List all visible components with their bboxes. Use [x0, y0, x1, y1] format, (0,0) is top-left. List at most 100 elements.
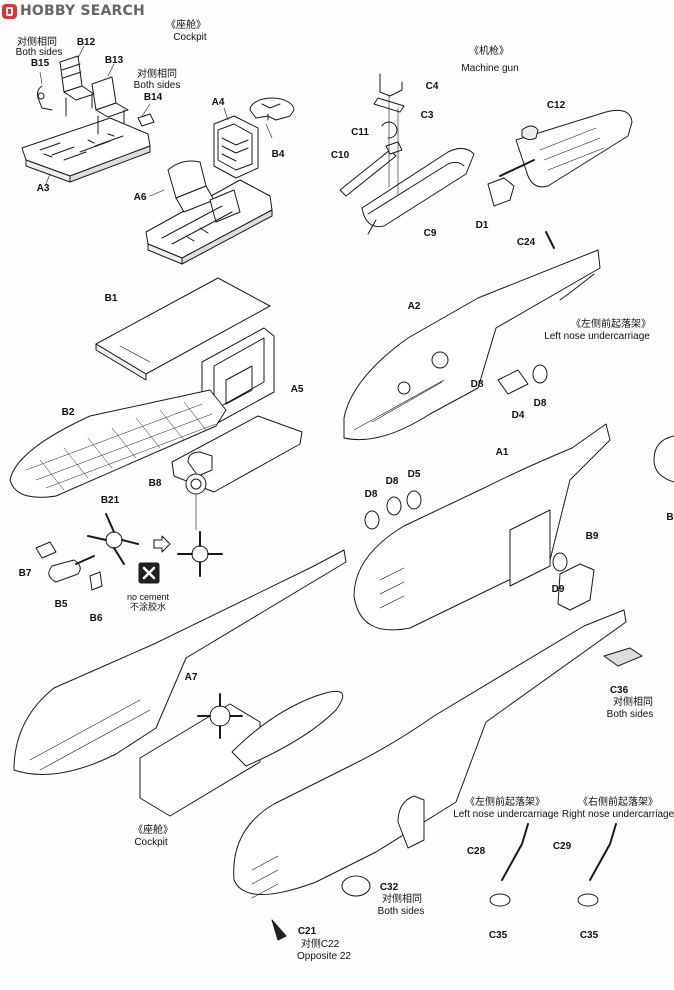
- cockpit-bottom-title-en: Cockpit: [134, 837, 168, 848]
- leader-lines-1: [39, 45, 151, 185]
- part-b13-label: B13: [104, 55, 124, 66]
- part-a2-label: A2: [407, 301, 421, 312]
- part-d4-label: D4: [511, 410, 525, 421]
- part-c4-label: C4: [425, 81, 439, 92]
- hobby-search-watermark: HOBBY SEARCH: [2, 2, 145, 20]
- part-c32-label: C32: [379, 882, 399, 893]
- panel-b1: [95, 277, 271, 381]
- cockpit-floor-a3: [21, 117, 151, 183]
- both-sides-zh-2: 对侧相同: [137, 69, 177, 80]
- part-c12-label: C12: [546, 100, 566, 111]
- part-a1-label: A1: [495, 447, 509, 458]
- machine-gun-title-zh: 《机枪》: [469, 46, 509, 57]
- part-b-edge-label: B: [666, 512, 674, 523]
- part-a6-label: A6: [133, 192, 147, 203]
- both-sides-zh-3: 对侧相同: [613, 697, 653, 708]
- part-b14: [137, 113, 155, 127]
- part-a5-label: A5: [290, 384, 304, 395]
- part-d8-label-b: D8: [533, 398, 547, 409]
- hobby-search-logo-icon: [2, 3, 17, 19]
- left-nose-title-en-1: Left nose undercarriage: [544, 331, 650, 342]
- part-c9-label: C9: [423, 228, 437, 239]
- part-b5-label: B5: [54, 599, 68, 610]
- both-sides-zh-4: 对侧相同: [382, 894, 422, 905]
- gun-tray-c9: [361, 148, 475, 235]
- cockpit-floor-b8-assembly: [171, 415, 303, 531]
- right-nose-title-en: Right nose undercarriage: [561, 809, 674, 820]
- opposite-zh: 对侧C22: [300, 939, 340, 950]
- part-c24: [545, 231, 555, 249]
- leader-lines-2: [149, 107, 273, 197]
- part-b1-label: B1: [104, 293, 118, 304]
- part-b15: [37, 85, 53, 111]
- seat-b12: [59, 55, 95, 117]
- nose-gear-left: [489, 823, 529, 907]
- no-cement-icon: [138, 562, 160, 584]
- part-d8-label-d: D8: [364, 489, 378, 500]
- left-nose-title-zh-1: 《左侧前起落架》: [571, 319, 651, 330]
- part-b9-label: B9: [585, 531, 599, 542]
- part-b4-label: B4: [271, 149, 285, 160]
- main-fuselage: [233, 609, 643, 941]
- part-b12-label: B12: [76, 37, 96, 48]
- b21-tail-rotor: [87, 513, 223, 577]
- part-b7-label: B7: [18, 568, 32, 579]
- hobby-search-brand: HOBBY SEARCH: [20, 3, 145, 19]
- parts-c3-c4-c11: [373, 73, 405, 195]
- cockpit-bottom-title-zh: 《座舱》: [133, 825, 173, 836]
- left-nose-title-zh-2: 《左侧前起落架》: [465, 797, 545, 808]
- fuselage-a7: [13, 549, 347, 817]
- part-d1-label: D1: [475, 220, 489, 231]
- machine-gun-title-en: Machine gun: [461, 63, 519, 74]
- no-cement-zh: 不涂胶水: [129, 602, 167, 612]
- part-a4-label: A4: [211, 97, 225, 108]
- part-d8-label-c: D8: [385, 476, 399, 487]
- both-sides-zh-1: 对侧相同: [17, 37, 57, 48]
- direction-arrow-icon: [153, 535, 171, 553]
- part-b15-label: B15: [30, 58, 50, 69]
- part-d8-label-a: D8: [470, 379, 484, 390]
- part-c29-label: C29: [552, 841, 572, 852]
- part-b2-label: B2: [61, 407, 75, 418]
- cockpit-title-zh: 《座舱》: [166, 20, 206, 31]
- both-sides-en-3: Both sides: [606, 709, 654, 720]
- part-d5-label: D5: [407, 469, 421, 480]
- both-sides-en-1: Both sides: [15, 47, 63, 58]
- part-b6-label: B6: [89, 613, 103, 624]
- part-c36-label: C36: [609, 685, 629, 696]
- fuselage-a2: [343, 249, 601, 441]
- part-c35-label-b: C35: [579, 930, 599, 941]
- part-c35-label-a: C35: [488, 930, 508, 941]
- left-nose-title-en-2: Left nose undercarriage: [453, 809, 559, 820]
- opposite-en: Opposite 22: [297, 951, 351, 962]
- cockpit-title-en: Cockpit: [173, 32, 207, 43]
- part-b21-label: B21: [100, 495, 120, 506]
- part-c21-label: C21: [297, 926, 317, 937]
- part-b8-label: B8: [148, 478, 162, 489]
- both-sides-en-4: Both sides: [377, 906, 425, 917]
- cockpit-floor-a6: [145, 160, 273, 265]
- part-b4: [249, 97, 295, 121]
- part-a3-label: A3: [36, 183, 50, 194]
- part-b14-label: B14: [143, 92, 163, 103]
- part-a7-label: A7: [184, 672, 198, 683]
- part-c3-label: C3: [420, 110, 434, 121]
- part-c10-label: C10: [330, 150, 350, 161]
- part-c11-label: C11: [351, 127, 369, 138]
- both-sides-en-2: Both sides: [133, 80, 181, 91]
- part-c24-label: C24: [516, 237, 536, 248]
- b7-b5-b6-parts: [35, 541, 103, 591]
- no-cement-en: no cement: [126, 592, 170, 602]
- nose-gear-right: [577, 823, 617, 907]
- right-nose-title-zh: 《右侧前起落架》: [578, 797, 658, 808]
- part-d9-label: D9: [551, 584, 565, 595]
- gun-pod: [487, 109, 633, 207]
- part-c28-label: C28: [466, 846, 486, 857]
- partial-edge-part: [653, 435, 674, 483]
- panel-a4: [213, 115, 259, 179]
- fuselage-a1: [353, 423, 611, 631]
- seat-b13: [91, 76, 129, 135]
- floor-b2: [9, 389, 227, 498]
